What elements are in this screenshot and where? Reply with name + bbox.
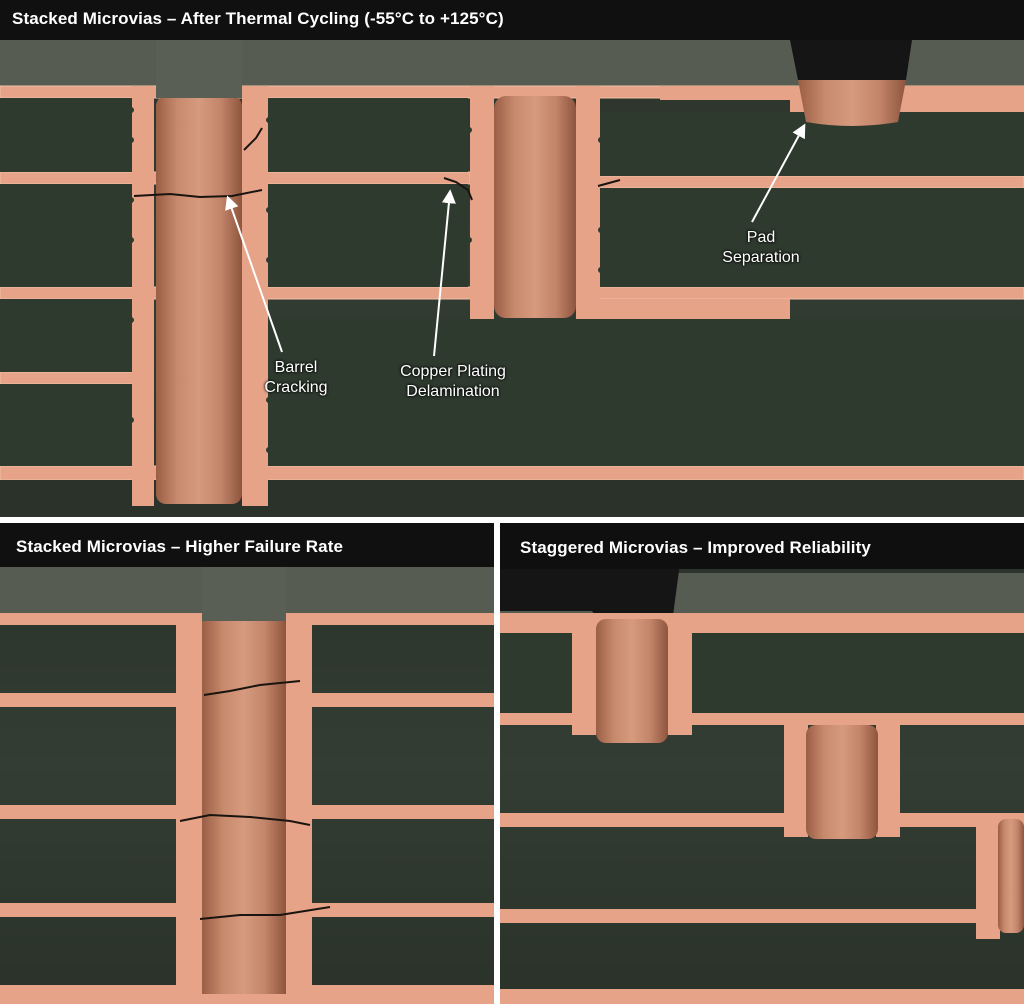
via3-core <box>798 80 906 126</box>
pad-separation-label: Pad Separation <box>716 228 806 268</box>
top-panel-title: Stacked Microvias – After Thermal Cyclin… <box>0 0 1024 40</box>
delamination-crack <box>443 177 473 201</box>
barrel-label-line1: Barrel <box>274 359 318 376</box>
staggered-via3-plating <box>976 813 1000 939</box>
via2-core <box>494 96 576 318</box>
staggered-via2-core <box>806 725 878 839</box>
pad-label-line1: Pad <box>746 229 776 246</box>
barrel-arrow <box>225 195 283 353</box>
staggered-via2-plating <box>784 719 808 837</box>
cracks <box>133 127 621 201</box>
pad-label-line2: Separation <box>722 249 800 266</box>
bottom-right-panel-title: Staggered Microvias – Improved Reliabili… <box>500 523 1024 569</box>
barrel-cracking-label: Barrel Cracking <box>256 358 336 398</box>
bottom-left-panel: Stacked Microvias – Higher Failure Rate <box>0 523 494 1004</box>
bottom-right-cross-section <box>500 523 1024 1004</box>
via1-core <box>156 96 242 504</box>
staggered-via1-plating <box>572 613 596 735</box>
pad-arrow <box>751 123 806 223</box>
callout-arrows <box>225 123 806 357</box>
surface-pad <box>500 563 680 623</box>
surface-pad <box>790 40 912 80</box>
top-panel: Stacked Microvias – After Thermal Cyclin… <box>0 0 1024 517</box>
inner-laminate <box>500 633 1024 713</box>
cracks <box>179 680 331 920</box>
staggered-via1-core <box>596 619 668 743</box>
scallops <box>128 107 604 453</box>
via2-plating <box>470 86 494 319</box>
via1-plating <box>132 86 154 506</box>
stacked-via-core <box>202 619 286 994</box>
staggered-via3-core <box>998 819 1024 933</box>
stacked-via-plating <box>176 613 204 1004</box>
delam-label-line2: Delamination <box>406 383 500 400</box>
delam-arrow <box>433 189 456 357</box>
barrel-label-line2: Cracking <box>264 379 328 396</box>
copper-plating-delamination-label: Copper Plating Delamination <box>388 362 518 402</box>
barrel-crack <box>133 189 263 199</box>
bottom-left-panel-title: Stacked Microvias – Higher Failure Rate <box>0 523 494 567</box>
top-cross-section <box>0 0 1024 517</box>
bottom-left-cross-section <box>0 523 494 1004</box>
delam-label-line1: Copper Plating <box>400 363 506 380</box>
bottom-right-panel: Staggered Microvias – Improved Reliabili… <box>500 523 1024 1004</box>
inner-laminate <box>0 98 1024 517</box>
